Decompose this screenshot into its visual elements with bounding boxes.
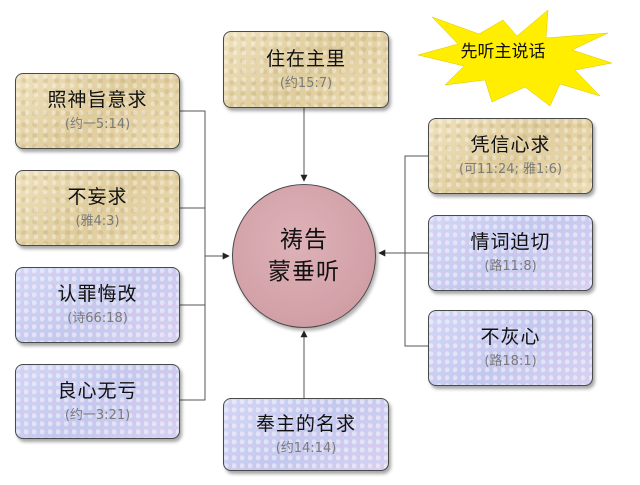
box-reference: (约15:7)	[279, 75, 333, 91]
box-reference: (雅4:3)	[75, 214, 120, 230]
box-reference: (约14:14)	[275, 440, 337, 456]
box-right-1: 凭信心求 (可11:24; 雅1:6)	[428, 118, 593, 194]
box-left-1: 照神旨意求 (约一5:14)	[15, 73, 180, 149]
box-title: 不妄求	[67, 186, 128, 209]
box-reference: (诗66:18)	[67, 311, 128, 327]
box-reference: (约一3:21)	[64, 407, 131, 423]
box-title: 奉主的名求	[255, 412, 356, 435]
box-left-2: 不妄求 (雅4:3)	[15, 170, 180, 246]
box-title: 情词迫切	[470, 231, 551, 254]
center-circle: 祷告 蒙垂听	[232, 184, 376, 328]
box-reference: (约一5:14)	[64, 117, 131, 133]
burst-label: 先听主说话	[460, 42, 546, 62]
box-right-3: 不灰心 (路18:1)	[428, 310, 593, 386]
box-title: 不灰心	[480, 326, 541, 349]
box-right-2: 情词迫切 (路11:8)	[428, 215, 593, 291]
box-title: 良心无亏	[57, 379, 138, 402]
box-title: 认罪悔改	[57, 283, 138, 306]
box-reference: (可11:24; 雅1:6)	[458, 162, 563, 178]
connector-right-bracket	[404, 155, 428, 347]
center-line-1: 祷告	[280, 226, 328, 253]
box-reference: (路18:1)	[484, 354, 537, 370]
box-left-4: 良心无亏 (约一3:21)	[15, 364, 180, 439]
box-title: 住在主里	[265, 47, 346, 70]
box-top: 住在主里 (约15:7)	[223, 31, 389, 108]
box-left-3: 认罪悔改 (诗66:18)	[15, 267, 180, 343]
box-bottom: 奉主的名求 (约14:14)	[223, 398, 389, 471]
box-title: 凭信心求	[470, 134, 551, 157]
box-title: 照神旨意求	[47, 89, 148, 112]
box-reference: (路11:8)	[484, 259, 537, 275]
center-line-2: 蒙垂听	[268, 259, 340, 285]
